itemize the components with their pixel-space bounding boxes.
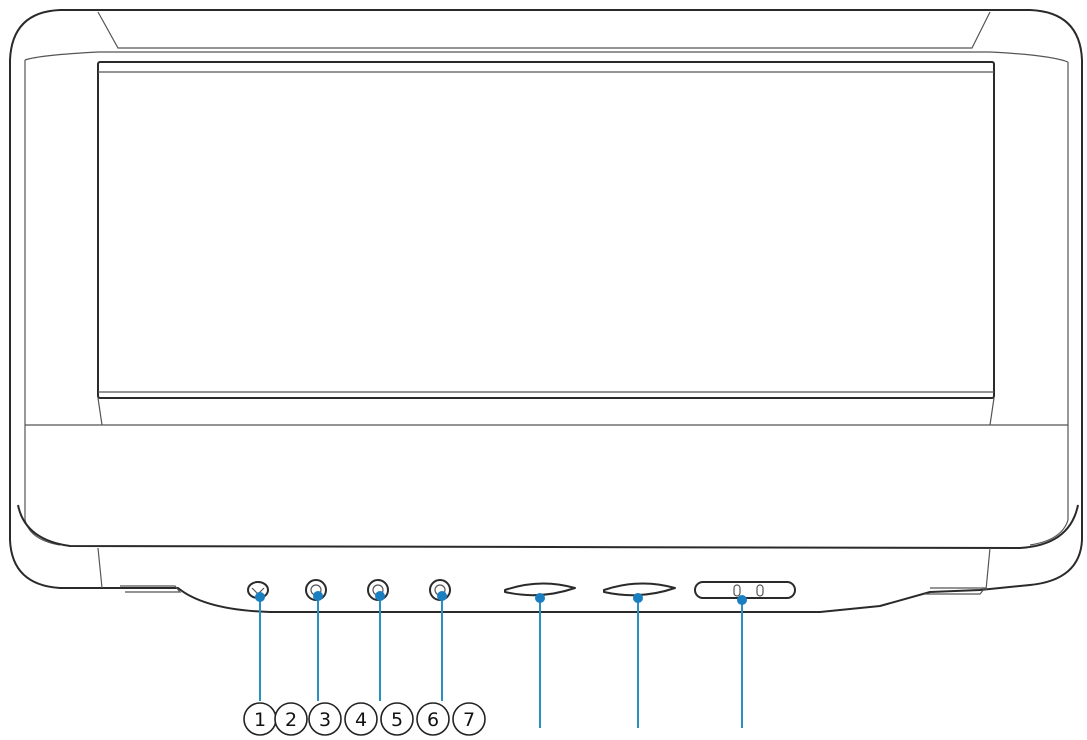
device-housing — [9, 9, 1083, 613]
callout-3: 3 — [308, 702, 342, 736]
roller-knob-right — [603, 582, 676, 597]
base-ledge — [97, 547, 991, 591]
lower-chin-edge — [97, 397, 995, 426]
chin-bottom-edge — [17, 504, 1079, 549]
callout-1: 1 — [243, 702, 277, 736]
callout-1-label: 1 — [254, 709, 266, 731]
callout-2: 2 — [274, 702, 308, 736]
callout-3-label: 3 — [319, 709, 331, 731]
callout-7-label: 7 — [463, 709, 475, 731]
roller-knob-left — [504, 582, 576, 597]
right-foot — [925, 587, 987, 595]
callout-6: 6 — [416, 702, 450, 736]
callout-2-label: 2 — [285, 709, 297, 731]
callout-5: 5 — [380, 702, 414, 736]
leader-dots — [255, 591, 747, 605]
top-inner-edge — [24, 51, 1069, 63]
callout-6-label: 6 — [427, 709, 439, 731]
callout-5-label: 5 — [391, 709, 403, 731]
left-inner-edge — [24, 60, 61, 546]
leader-lines — [259, 596, 743, 728]
callout-4: 4 — [344, 702, 378, 736]
display-screen — [97, 61, 995, 399]
top-bevel — [97, 11, 991, 49]
slide-switch — [694, 581, 796, 599]
left-foot — [120, 585, 182, 593]
callout-7: 7 — [452, 702, 486, 736]
right-inner-edge — [1029, 62, 1069, 546]
callout-4-label: 4 — [355, 709, 367, 731]
